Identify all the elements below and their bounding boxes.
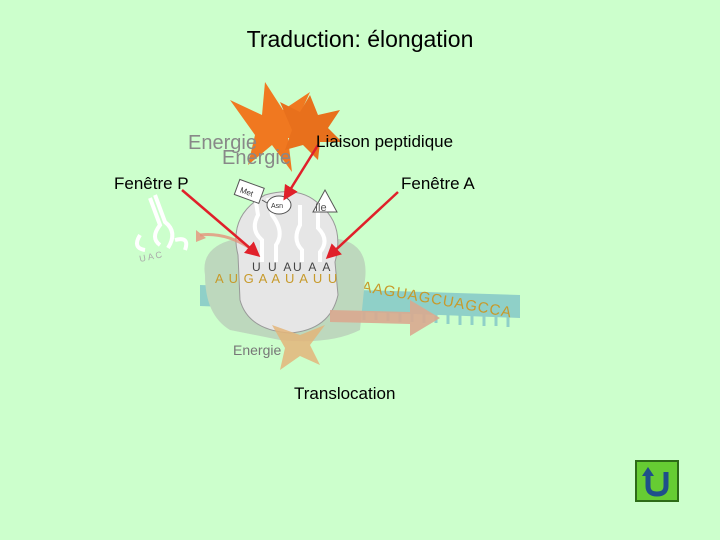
arrow-fenetre-p — [181, 189, 261, 257]
anticodon-p: U U A — [252, 260, 293, 274]
fenetre-a-label: Fenêtre A — [401, 174, 475, 193]
back-navigation-button[interactable] — [635, 460, 679, 502]
exiting-trna-bases: U A C — [138, 249, 163, 264]
anticodon-a: U A A — [293, 260, 332, 274]
energy-label-bottom: Energie — [233, 342, 281, 358]
translocation-arrow — [330, 300, 440, 336]
exiting-trna — [134, 194, 189, 252]
fenetre-p-label: Fenêtre P — [114, 174, 189, 193]
arrow-liaison-to-bond — [283, 144, 320, 201]
energy-star-2 — [280, 95, 342, 160]
translocation-label: Translocation — [294, 384, 396, 403]
back-arrow-icon — [642, 467, 669, 497]
liaison-peptidique-label: Liaison peptidique — [316, 132, 454, 151]
amino-ile-shape — [312, 188, 338, 213]
energy-label-1: Energie — [188, 132, 257, 154]
arrow-fenetre-a — [325, 191, 399, 260]
slide-title: Traduction: élongation — [246, 26, 474, 52]
energy-star-1 — [230, 82, 323, 172]
amino-ile: Ile — [315, 202, 327, 214]
amino-asn: Asn — [271, 203, 283, 210]
mrna-sequence-inside: A U G A A U A U U — [215, 271, 338, 286]
trna-a-site — [294, 205, 327, 262]
energy-burst-bottom — [272, 325, 325, 370]
amino-met: Met — [233, 178, 265, 205]
trna-p-site — [252, 194, 282, 262]
energy-label-2: Energie — [222, 147, 291, 169]
